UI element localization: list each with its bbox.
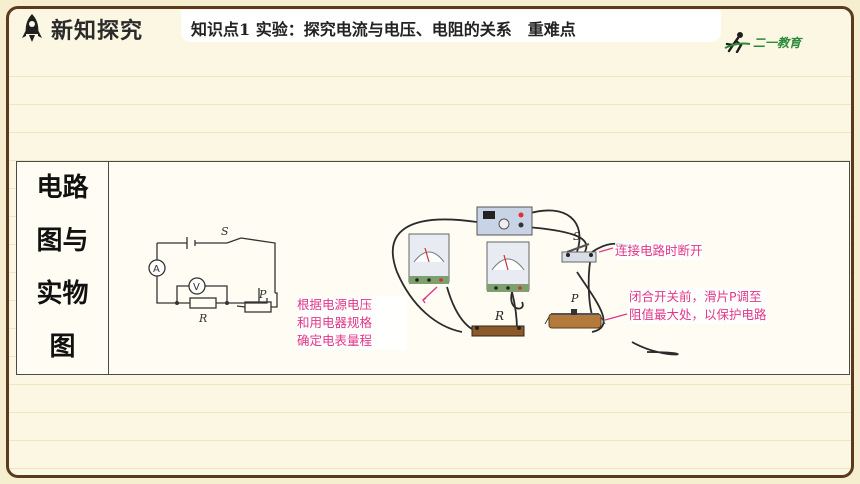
photo-switch-label: S — [573, 230, 581, 243]
meter-annotation-line: 和用电器规格 — [297, 315, 373, 330]
meter-range-annotation: 根据电源电压 和用电器规格 确定电表量程 — [297, 296, 407, 350]
schematic-resistor-label: R — [198, 312, 207, 325]
difficulty-badge: 重难点 — [527, 20, 576, 39]
circuit-diagram: S A V R P — [148, 225, 278, 325]
power-supply — [476, 206, 533, 236]
rheostat-annotation-line: 阻值最大处，以保护电路 — [629, 307, 767, 322]
topic-banner: 知识点1 实验：探究电流与电压、电阻的关系重难点 — [181, 10, 721, 42]
switch-device: S — [561, 230, 597, 263]
photo-resistor-label: R — [494, 309, 504, 323]
row-label-cell: 电路 图与 实物 图 — [17, 162, 109, 374]
slide-frame: 新知探究 知识点1 实验：探究电流与电压、电阻的关系重难点 二一教育 电路 图与… — [6, 6, 854, 478]
schematic-ammeter-label: A — [153, 264, 160, 275]
row-label-line: 图 — [49, 332, 76, 362]
ammeter-symbol — [148, 259, 166, 277]
brand-logo: 二一教育 — [723, 29, 833, 55]
real-circuit-illustration: R S P — [392, 206, 679, 356]
rheostat-device: P — [544, 292, 606, 329]
content-table: 电路 图与 实物 图 S A V — [16, 161, 850, 375]
header-bar: 新知探究 知识点1 实验：探究电流与电压、电阻的关系重难点 二一教育 — [9, 9, 851, 53]
meter-annotation-line: 根据电源电压 — [297, 297, 373, 312]
meter-annotation-line: 确定电表量程 — [297, 333, 373, 348]
schematic-switch-label: S — [221, 225, 229, 238]
topic-title: 知识点1 实验：探究电流与电压、电阻的关系 — [191, 20, 512, 39]
photo-rheostat-label: P — [570, 292, 579, 305]
voltmeter-device — [408, 233, 450, 284]
row-label-line: 图与 — [36, 226, 89, 256]
switch-annotation: 连接电路时断开 — [615, 242, 703, 260]
rocket-icon — [22, 14, 42, 42]
runner-logo-icon — [724, 32, 751, 53]
row-label-line: 实物 — [36, 279, 89, 309]
rheostat-annotation: 闭合开关前，滑片P调至 阻值最大处，以保护电路 — [629, 288, 767, 324]
row-label-line: 电路 — [36, 173, 89, 203]
schematic-voltmeter-label: V — [193, 282, 200, 293]
schematic-rheostat-label: P — [258, 288, 267, 301]
section-title: 新知探究 — [51, 18, 144, 44]
ammeter-device — [486, 241, 530, 292]
rheostat-annotation-line: 闭合开关前，滑片P调至 — [629, 289, 762, 304]
voltmeter-symbol — [188, 277, 206, 295]
resistor-board: R — [471, 309, 525, 337]
logo-text: 二一教育 — [753, 35, 802, 50]
